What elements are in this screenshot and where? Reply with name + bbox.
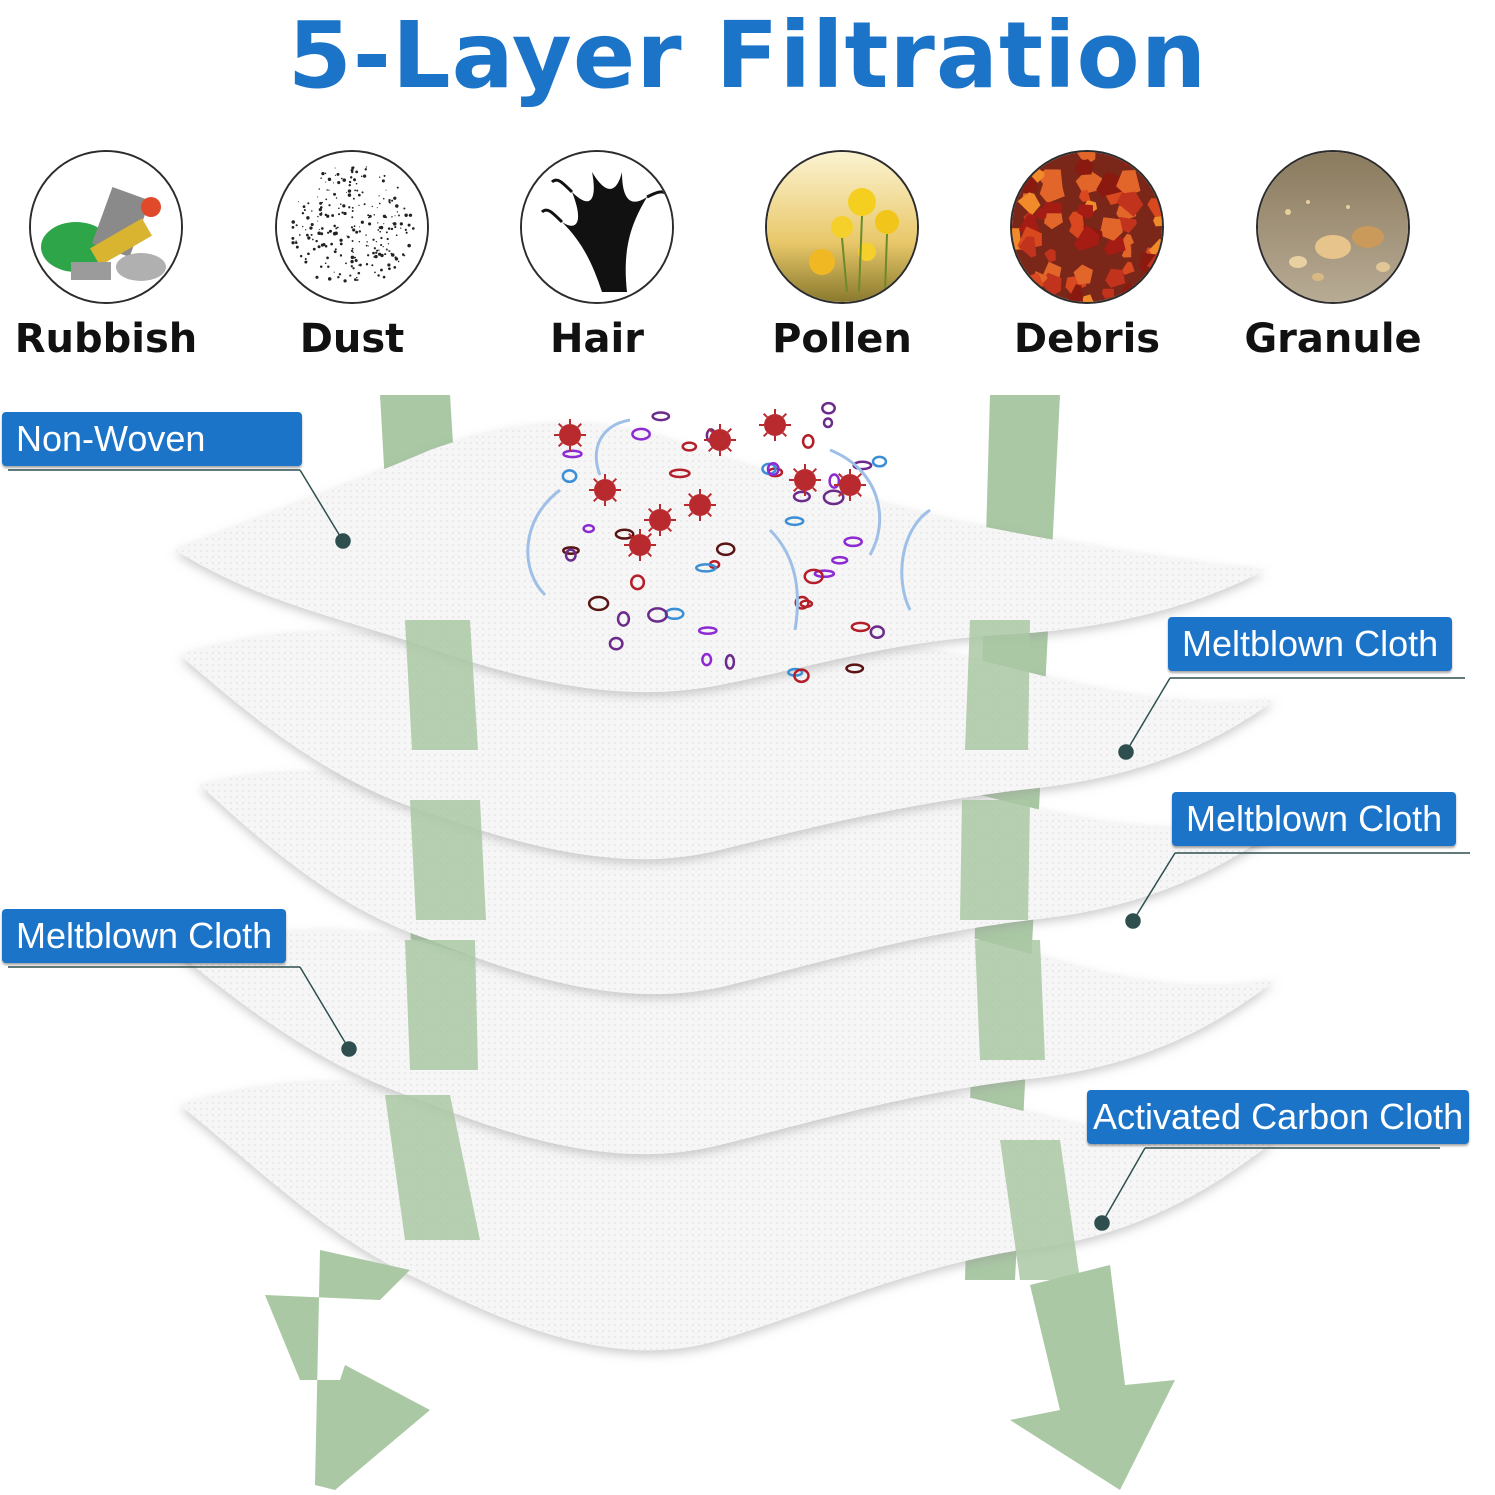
page-title: 5-Layer Filtration <box>287 2 1208 109</box>
contaminant-dust: Dust <box>252 150 452 364</box>
layer-label-activated-carbon: Activated Carbon Cloth <box>1087 1090 1470 1144</box>
contaminant-hair: Hair <box>497 150 697 364</box>
contaminant-label: Pollen <box>772 316 912 362</box>
contaminant-label: Granule <box>1244 316 1422 362</box>
filter-layers-diagram <box>8 395 1470 1490</box>
layer-label-meltblown-3: Meltblown Cloth <box>2 909 287 963</box>
contaminant-granule: Granule <box>1233 150 1433 364</box>
arrow-head-left <box>265 1250 430 1490</box>
contaminant-label: Debris <box>1013 316 1161 362</box>
contaminant-label: Dust <box>299 316 405 362</box>
hair-photo-icon <box>520 150 674 304</box>
contaminant-label: Rubbish <box>14 316 198 362</box>
contaminant-label: Hair <box>550 316 644 362</box>
debris-photo-icon <box>1010 150 1164 304</box>
contaminant-pollen: Pollen <box>742 150 942 364</box>
pollen-photo-icon <box>765 150 919 304</box>
layer-label-non-woven: Non-Woven <box>2 412 302 466</box>
contaminant-row: Rubbish Dust Hair <box>0 150 1495 380</box>
airflow-swirls <box>526 418 931 631</box>
layer-label-meltblown-1: Meltblown Cloth <box>1168 617 1453 671</box>
contaminant-debris: Debris <box>987 150 1187 364</box>
leader-lines <box>8 469 1470 1231</box>
granule-photo-icon <box>1256 150 1410 304</box>
particles-cluster <box>554 401 888 684</box>
layer-label-meltblown-2: Meltblown Cloth <box>1172 792 1457 846</box>
dust-photo-icon <box>275 150 429 304</box>
contaminant-rubbish: Rubbish <box>6 150 206 364</box>
rubbish-photo-icon <box>29 150 183 304</box>
arrow-head-right <box>1010 1265 1175 1490</box>
